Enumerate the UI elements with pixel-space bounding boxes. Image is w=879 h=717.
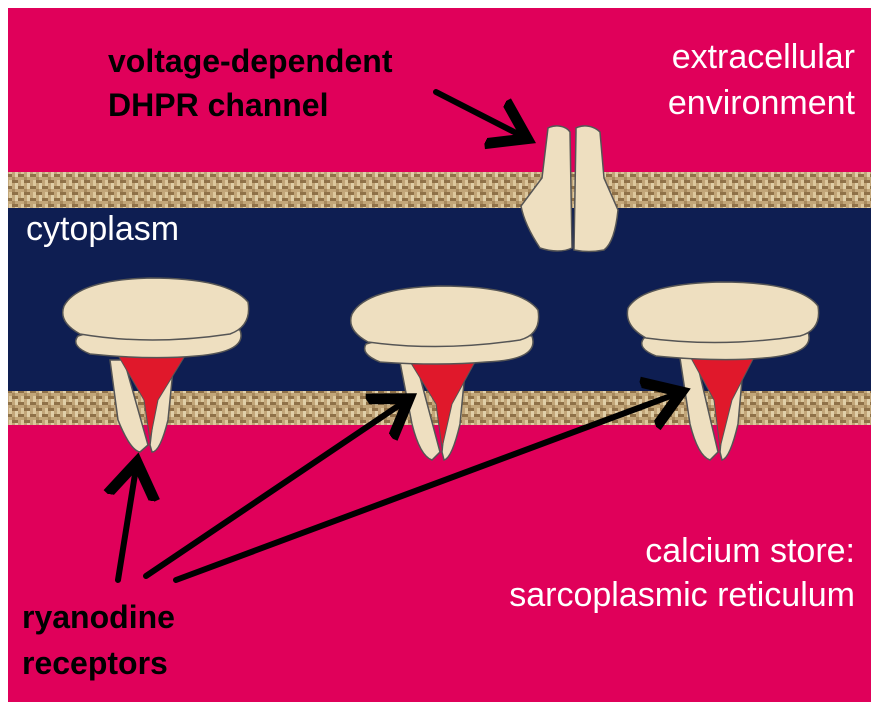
extracellular-label-line2: environment [668, 82, 855, 125]
ryanodine-label-line2: receptors [22, 642, 168, 684]
dhpr-label-line1: voltage-dependent [108, 40, 392, 82]
dhpr-label-line2: DHPR channel [108, 84, 328, 126]
cytoplasm-label: cytoplasm [26, 208, 179, 251]
extracellular-label-line1: extracellular [672, 36, 855, 79]
plasma-membrane [8, 172, 871, 208]
calcium-store-label-line1: calcium store: [645, 530, 855, 573]
calcium-store-label-line2: sarcoplasmic reticulum [509, 574, 855, 617]
ryanodine-label-line1: ryanodine [22, 596, 175, 638]
